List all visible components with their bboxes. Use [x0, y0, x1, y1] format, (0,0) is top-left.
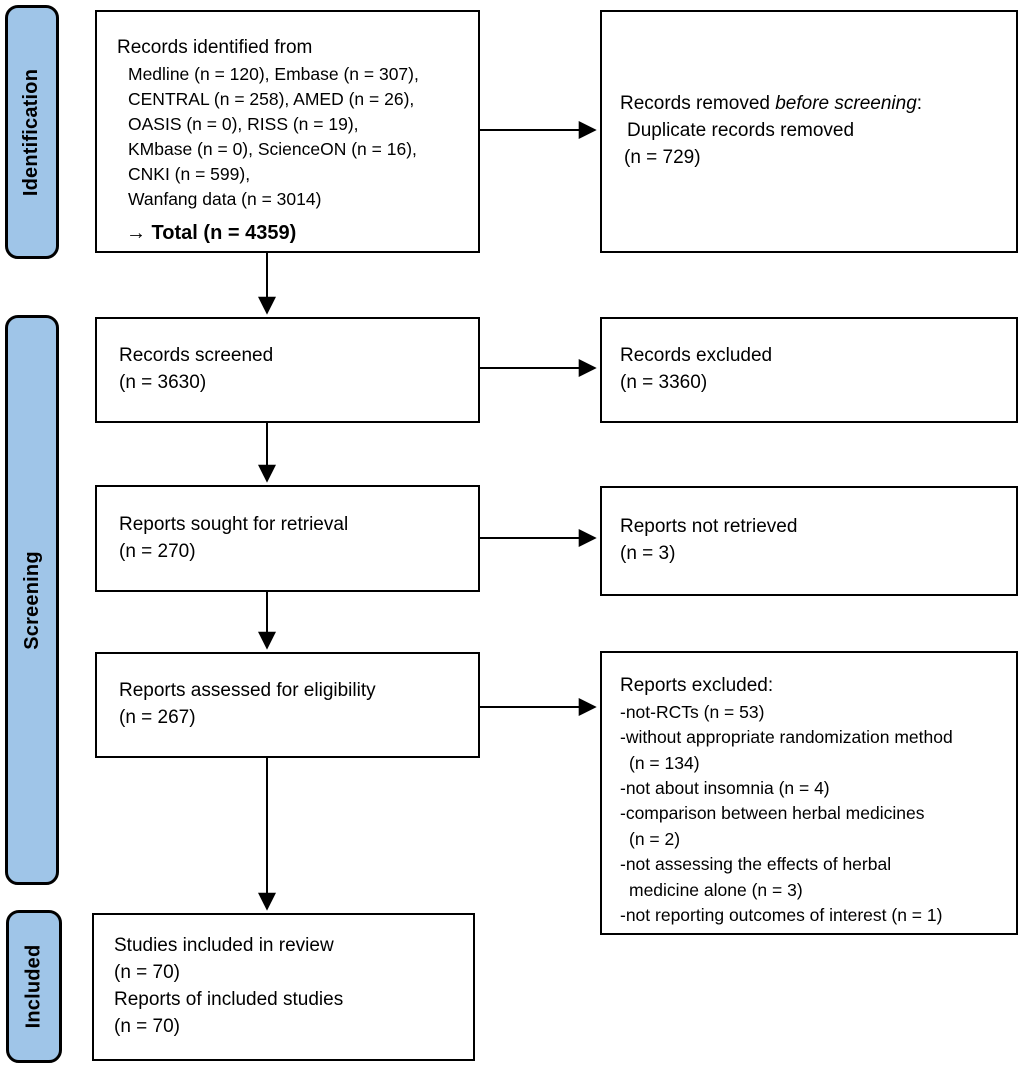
box-reports-sought: Reports sought for retrieval (n = 270) [95, 485, 480, 592]
box-reports-excluded: Reports excluded: -not-RCTs (n = 53) -wi… [600, 651, 1018, 935]
stage-label-identification-text: Identification [20, 68, 43, 196]
records-excluded-line1: Records excluded [620, 345, 773, 367]
reports-sought-line1: Reports sought for retrieval [119, 513, 349, 535]
stage-label-screening: Screening [5, 315, 59, 885]
records-screened-line2: (n = 3630) [119, 372, 207, 393]
box-records-identified: Records identified from Medline (n = 120… [95, 10, 480, 253]
exclusion-reason: -not about insomnia (n = 4) [620, 778, 830, 799]
source-line: CENTRAL (n = 258), AMED (n = 26), [128, 88, 415, 109]
source-line: KMbase (n = 0), ScienceON (n = 16), [128, 139, 417, 160]
records-identified-title: Records identified from [117, 37, 313, 58]
source-line: Medline (n = 120), Embase (n = 307), [128, 63, 419, 84]
records-excluded-line2: (n = 3360) [620, 372, 708, 393]
reports-assessed-line1: Reports assessed for eligibility [119, 680, 376, 702]
exclusion-reason: -not reporting outcomes of interest (n =… [620, 904, 943, 925]
records-screened-line1: Records screened [119, 345, 274, 367]
reports-assessed-line2: (n = 267) [119, 707, 196, 728]
reports-not-retrieved-line1: Reports not retrieved [620, 516, 798, 538]
stage-label-included-text: Included [22, 944, 45, 1029]
stage-label-identification: Identification [5, 5, 59, 259]
exclusion-reason-continuation: (n = 2) [629, 828, 681, 849]
box-reports-assessed: Reports assessed for eligibility (n = 26… [95, 652, 480, 758]
box-reports-not-retrieved: Reports not retrieved (n = 3) [600, 486, 1018, 596]
studies-included-line1: Studies included in review [114, 935, 334, 957]
box-studies-included: Studies included in review (n = 70) Repo… [92, 913, 475, 1061]
reports-excluded-title: Reports excluded: [620, 675, 774, 696]
box-records-excluded: Records excluded (n = 3360) [600, 317, 1018, 423]
source-line: Wanfang data (n = 3014) [128, 189, 322, 210]
source-line: OASIS (n = 0), RISS (n = 19), [128, 114, 359, 134]
records-removed-line2: Duplicate records removed [627, 120, 855, 142]
records-removed-line1: Records removed before screening: [620, 91, 1010, 118]
exclusion-reason-continuation: medicine alone (n = 3) [629, 879, 803, 900]
stage-label-screening-text: Screening [20, 550, 43, 650]
source-line: CNKI (n = 599), [128, 164, 251, 185]
records-removed-italic: before screening [775, 93, 917, 115]
reports-not-retrieved-line2: (n = 3) [620, 543, 676, 564]
exclusion-reason: -without appropriate randomization metho… [620, 727, 953, 748]
exclusion-reason: -not assessing the effects of herbal [620, 854, 892, 875]
studies-included-line2: (n = 70) [114, 962, 181, 984]
exclusion-reason-continuation: (n = 134) [629, 752, 700, 773]
box-records-removed: Records removed before screening: Duplic… [600, 10, 1018, 253]
stage-label-included: Included [6, 910, 62, 1063]
exclusion-reason: -not-RCTs (n = 53) [620, 701, 765, 722]
studies-included-line4: (n = 70) [114, 1015, 181, 1037]
exclusion-reason: -comparison between herbal medicines [620, 803, 925, 824]
records-removed-line3: (n = 729) [624, 146, 701, 168]
records-removed-suffix: : [916, 93, 923, 115]
box-records-screened: Records screened (n = 3630) [95, 317, 480, 423]
records-identified-total: → Total (n = 4359) [126, 222, 297, 245]
records-removed-prefix: Records removed [620, 93, 776, 115]
studies-included-line3: Reports of included studies [114, 989, 344, 1010]
reports-sought-line2: (n = 270) [119, 540, 196, 562]
